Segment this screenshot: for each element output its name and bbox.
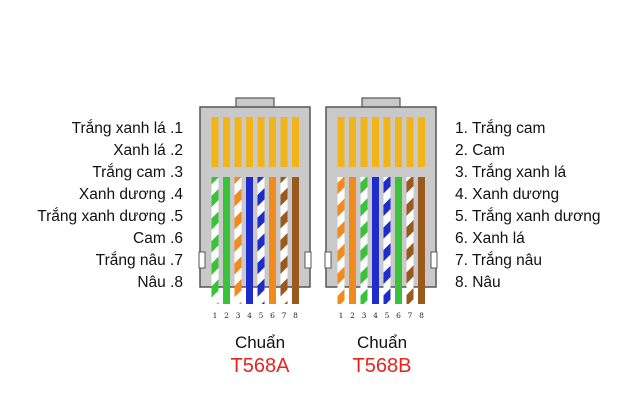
wire — [418, 177, 425, 304]
pin-number: 4 — [373, 311, 378, 320]
right-label-pin-3: 3. Trắng xanh lá — [455, 164, 567, 181]
gold-contact — [257, 117, 265, 167]
pin-number: 8 — [293, 311, 298, 320]
gold-contact — [349, 117, 356, 167]
gold-contact — [383, 117, 391, 167]
right-label-pin-5: 5. Trắng xanh dương — [455, 208, 601, 225]
connector-notch-left — [324, 251, 332, 269]
pin-number: 6 — [396, 311, 401, 320]
wire — [234, 177, 242, 304]
connector-notch-left — [198, 251, 206, 269]
standard-label-t568b: T568B — [352, 355, 412, 377]
pin-number: 2 — [350, 311, 355, 320]
right-label-pin-2: 2. Cam — [455, 142, 505, 159]
pin-number: 8 — [419, 311, 424, 320]
pin-number: 2 — [224, 311, 229, 320]
pin-number: 5 — [259, 311, 264, 320]
right-label-pin-7: 7. Trắng nâu — [455, 252, 543, 269]
gold-contact — [418, 117, 425, 167]
left-label-pin-8: Nâu .8 — [137, 274, 183, 291]
standard-label-t568a: T568A — [230, 355, 290, 377]
wire — [395, 177, 402, 304]
left-label-pin-6: Cam .6 — [133, 230, 183, 247]
right-label-pin-8: 8. Nâu — [455, 274, 501, 291]
left-label-pin-2: Xanh lá .2 — [113, 142, 183, 159]
caption-t568b: Chuẩn — [356, 333, 408, 352]
left-label-pin-3: Trắng cam .3 — [92, 164, 183, 181]
gold-contact — [372, 117, 379, 167]
wire — [383, 177, 391, 304]
left-label-pin-1: Trắng xanh lá .1 — [71, 120, 183, 137]
connector-notch-right — [430, 251, 438, 269]
wire — [211, 177, 219, 304]
wire — [406, 177, 414, 304]
pin-number: 1 — [339, 311, 344, 320]
wire — [246, 177, 253, 304]
gold-contact — [337, 117, 345, 167]
gold-contact — [395, 117, 402, 167]
gold-contact — [280, 117, 288, 167]
gold-contact — [223, 117, 230, 167]
wire — [269, 177, 276, 304]
gold-contact — [246, 117, 253, 167]
wire — [372, 177, 379, 304]
wire — [280, 177, 288, 304]
pin-number: 7 — [282, 311, 287, 320]
pin-number: 3 — [236, 311, 241, 320]
pin-number: 1 — [213, 311, 218, 320]
left-label-pin-4: Xanh dương .4 — [78, 186, 183, 203]
connector-notch-right — [304, 251, 312, 269]
pin-number: 7 — [408, 311, 413, 320]
right-label-pin-1: 1. Trắng cam — [455, 120, 546, 137]
pin-number: 6 — [270, 311, 275, 320]
left-label-pin-5: Trắng xanh dương .5 — [37, 208, 183, 225]
pin-number: 3 — [362, 311, 367, 320]
wire — [292, 177, 299, 304]
pin-number: 4 — [247, 311, 252, 320]
pin-number: 5 — [385, 311, 390, 320]
gold-contact — [234, 117, 242, 167]
right-label-pin-6: 6. Xanh lá — [455, 230, 525, 247]
wire — [360, 177, 368, 304]
wire — [337, 177, 345, 304]
gold-contact — [406, 117, 414, 167]
gold-contact — [269, 117, 276, 167]
gold-contact — [211, 117, 219, 167]
gold-contact — [292, 117, 299, 167]
right-label-pin-4: 4. Xanh dương — [455, 186, 560, 203]
left-label-pin-7: Trắng nâu .7 — [95, 252, 183, 269]
gold-contact — [360, 117, 368, 167]
caption-t568a: Chuẩn — [234, 333, 286, 352]
wire — [257, 177, 265, 304]
wire — [349, 177, 356, 304]
wire — [223, 177, 230, 304]
